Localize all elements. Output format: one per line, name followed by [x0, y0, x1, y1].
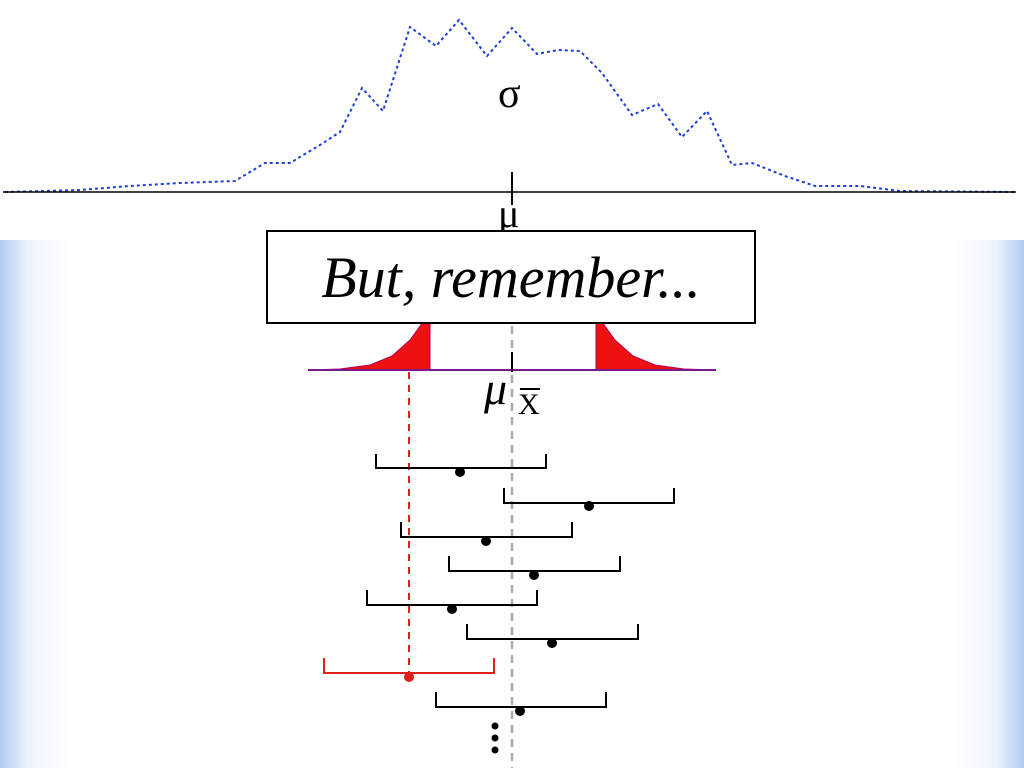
- remember-callout-text: But, remember...: [321, 244, 701, 310]
- remember-callout-box: But, remember...: [266, 230, 756, 324]
- highlighted-sample-mean-point: [404, 672, 414, 682]
- sample-mean-point: [529, 570, 539, 580]
- population-distribution-curve: [4, 18, 1016, 193]
- interval-row: [400, 522, 573, 546]
- sample-mean-point: [584, 501, 594, 511]
- mu-xbar-label: μ: [484, 363, 508, 414]
- xbar-overline: [520, 388, 540, 390]
- xbar-subscript: X: [518, 388, 540, 421]
- left-tail-region: [309, 317, 431, 371]
- sample-mean-point: [515, 706, 525, 716]
- interval-row-highlighted: [323, 658, 495, 682]
- interval-row: [503, 488, 675, 511]
- sample-mean-point: [547, 638, 557, 648]
- interval-row: [466, 624, 639, 648]
- interval-row: [366, 590, 538, 614]
- sample-mean-point: [447, 604, 457, 614]
- interval-row: [435, 692, 607, 716]
- interval-row: [375, 454, 547, 477]
- mu-label: μ: [498, 191, 520, 236]
- continuation-dots: [491, 722, 499, 754]
- left-edge-glow: [0, 240, 70, 768]
- sample-mean-point: [455, 467, 465, 477]
- sigma-label: σ: [498, 71, 521, 117]
- sample-mean-point: [481, 536, 491, 546]
- right-edge-glow: [954, 240, 1024, 768]
- interval-row: [448, 556, 621, 580]
- right-tail-region: [595, 317, 715, 371]
